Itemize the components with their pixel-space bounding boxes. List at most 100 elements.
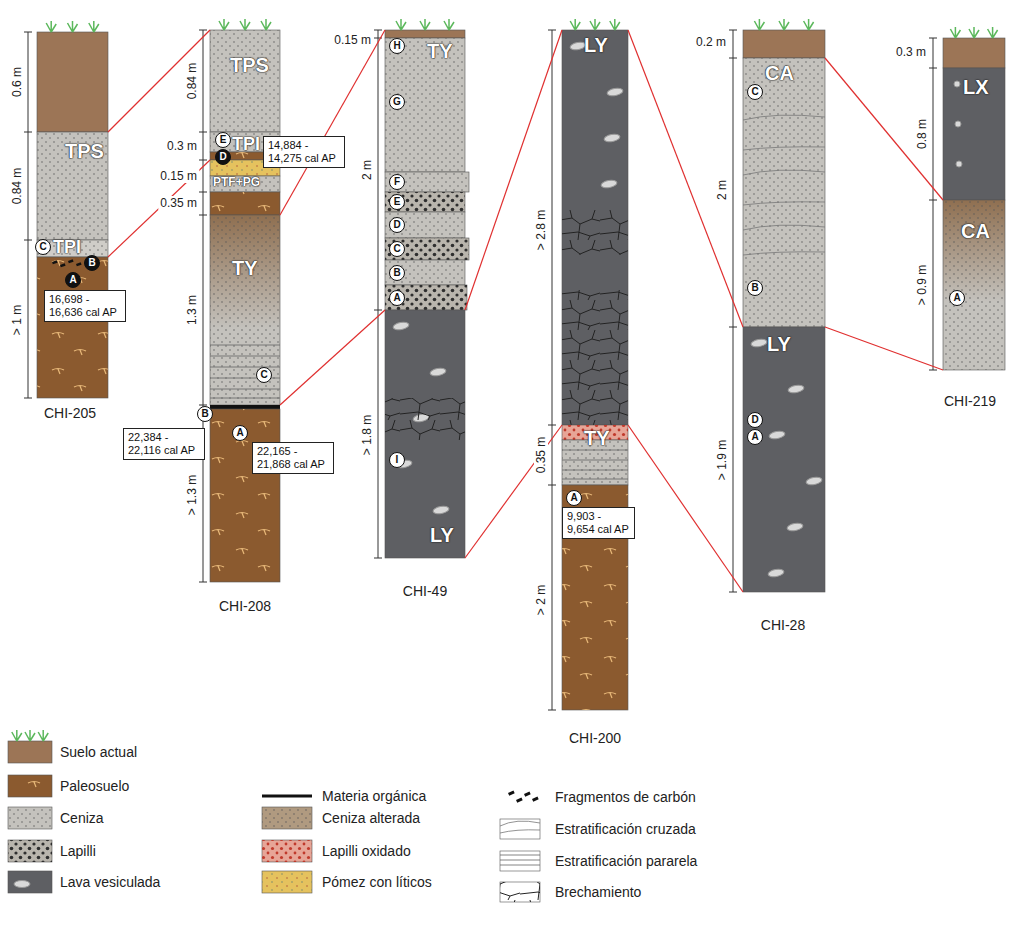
- strata-band: [385, 238, 469, 260]
- thickness-label: 0.3 m: [165, 139, 199, 153]
- legend-text: Suelo actual: [60, 744, 137, 760]
- thickness-label: 1.3 m: [185, 293, 199, 327]
- section-name: CHI-208: [219, 598, 271, 614]
- unit-label: CA: [765, 62, 794, 84]
- breccia-texture: [500, 882, 540, 902]
- section-name: CHI-28: [761, 617, 805, 633]
- parallel-bedding: [210, 345, 280, 346]
- parallel-bedding: [562, 479, 628, 480]
- dimension-tick: [199, 132, 207, 133]
- unit-label: LY: [430, 524, 454, 546]
- legend-text: Ceniza: [60, 810, 104, 826]
- vesicle: [751, 338, 768, 348]
- callout-letter: E: [215, 132, 231, 148]
- date-text: 22,384 - 22,116 cal AP: [128, 431, 200, 457]
- unit-label: TPI: [53, 238, 81, 258]
- strata-texture: [943, 200, 1005, 370]
- parallel-bedding: [500, 855, 540, 856]
- strata-band: [943, 68, 1005, 200]
- thickness-label: > 2.8 m: [534, 208, 548, 252]
- strata-band: [210, 192, 280, 215]
- dimension-tick: [929, 370, 937, 371]
- vesicle: [14, 881, 30, 888]
- vesicle: [570, 41, 587, 51]
- vesicle: [787, 522, 804, 532]
- thickness-label: 0.15 m: [332, 33, 373, 47]
- grass-tuft: [754, 19, 764, 30]
- dimension-tick: [374, 30, 382, 31]
- strata-texture: [210, 30, 280, 132]
- legend-texture: [8, 840, 52, 862]
- legend-swatch: [8, 807, 52, 829]
- strata-texture: [37, 132, 108, 240]
- callout-letter: C: [35, 239, 51, 255]
- unit-label: PTF+PG: [213, 176, 260, 189]
- layer-band: TPS: [210, 30, 280, 132]
- callout-letter: E: [389, 194, 405, 210]
- grass-tuft: [950, 27, 960, 38]
- callout-letter: G: [389, 94, 405, 110]
- callout-letter: H: [389, 38, 405, 54]
- legend-text: Lava vesiculada: [60, 874, 160, 890]
- dimension-line: [203, 30, 204, 582]
- dimension-tick: [24, 398, 32, 399]
- legend-swatch: [8, 840, 52, 862]
- callout-letter: A: [232, 425, 248, 441]
- parallel-bedding: [210, 389, 280, 390]
- vesicle: [788, 384, 805, 394]
- legend-texture: [262, 871, 312, 893]
- thickness-label: 0.84 m: [185, 61, 199, 102]
- callout-letter: F: [389, 174, 405, 190]
- grass-tuft: [25, 730, 35, 741]
- strata-band: [385, 260, 465, 285]
- dimension-tick: [199, 215, 207, 216]
- strata-band: [385, 172, 469, 192]
- date-text: 9,903 - 9,654 cal AP: [567, 510, 630, 536]
- dimension-tick: [24, 132, 32, 133]
- callout-letter: C: [256, 367, 272, 383]
- date-box: 14,884 - 14,275 cal AP: [263, 136, 345, 168]
- dimension-tick: [199, 582, 207, 583]
- strata-texture: [385, 38, 465, 172]
- vesicle: [955, 121, 961, 127]
- date-box: 22,165 - 21,868 cal AP: [252, 442, 334, 474]
- strata-band: [210, 409, 280, 582]
- callout-letter: B: [389, 265, 405, 281]
- unit-label: TPI: [232, 135, 260, 155]
- strata-band: [562, 30, 628, 425]
- layer-band: TPS: [37, 132, 108, 240]
- parallel-bedding: [562, 470, 628, 471]
- vesicle: [956, 161, 962, 167]
- dimension-tick: [24, 32, 32, 33]
- vesicle: [768, 568, 785, 578]
- parallel-bedding: [210, 356, 280, 357]
- legend-swatch: [8, 775, 52, 797]
- legend-swatch: [8, 871, 52, 893]
- correlation-line: [108, 160, 210, 257]
- breccia-texture: [562, 210, 628, 255]
- legend-text: Pómez con líticos: [322, 874, 432, 890]
- callout-letter: B: [197, 406, 213, 422]
- parallel-bedding: [500, 860, 540, 861]
- legend-swatch: [262, 807, 312, 829]
- cross-bedding: [743, 170, 825, 175]
- thickness-label: 2 m: [715, 178, 729, 202]
- legend-swatch: [262, 871, 312, 893]
- thickness-label: 0.35 m: [158, 196, 199, 210]
- thickness-label: 0.2 m: [694, 35, 728, 49]
- organic-line-sample: [262, 795, 312, 798]
- vesicle: [607, 87, 624, 97]
- grass-tuft: [444, 19, 454, 30]
- vesicle: [604, 133, 621, 143]
- dimension-tick: [548, 485, 556, 486]
- legend-texture: [262, 840, 312, 862]
- legend-texture: [262, 807, 312, 829]
- charcoal-fragment: [532, 796, 539, 801]
- correlation-line: [628, 30, 743, 327]
- callout-letter: C: [747, 84, 763, 100]
- charcoal-fragment: [524, 791, 531, 796]
- parallel-bedding: [210, 398, 280, 399]
- strata-texture: [385, 192, 465, 212]
- thickness-label: 0.6 m: [10, 65, 24, 99]
- thickness-label: 0.35 m: [534, 435, 548, 476]
